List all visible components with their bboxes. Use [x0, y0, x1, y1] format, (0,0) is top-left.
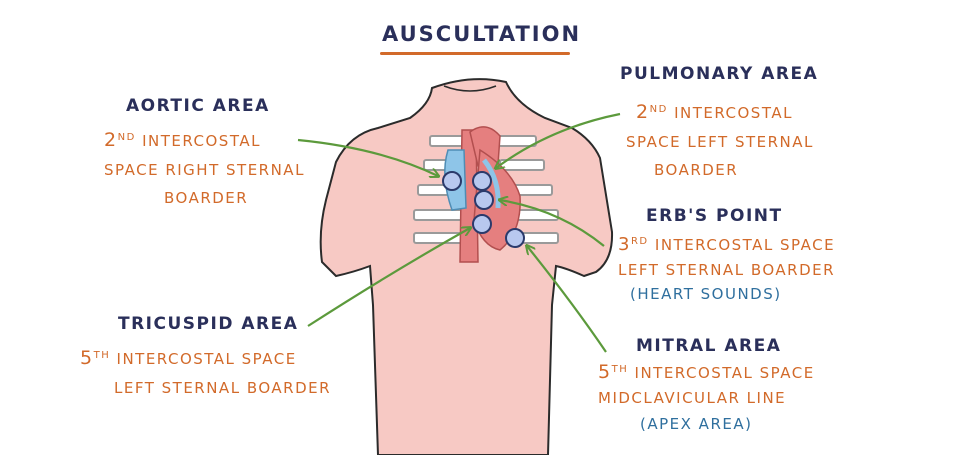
erbs-point-note: (HEART SOUNDS) [630, 285, 782, 303]
tricuspid-area-heading: TRICUSPID AREA [118, 314, 299, 334]
tricuspid-arrow [307, 228, 470, 327]
pulmonary-area-line2: SPACE LEFT STERNAL [626, 133, 814, 151]
pulmonary-area-line3: BOARDER [654, 161, 739, 179]
torso [319, 78, 614, 455]
pulmonary-area-heading: PULMONARY AREA [620, 64, 819, 84]
pulmonary-area-line1: 2nd INTERCOSTAL [636, 101, 793, 123]
tricuspid-area-line2: LEFT STERNAL BOARDER [114, 379, 332, 397]
erbs-point-line1: 3rd INTERCOSTAL SPACE [618, 234, 836, 255]
tricuspid-marker [472, 214, 492, 234]
pulmonary-arrow [496, 112, 621, 168]
erbs-point-line2: LEFT STERNAL BOARDER [618, 261, 836, 279]
page-title: AUSCULTATION [382, 22, 582, 46]
aortic-area-line1: 2nd INTERCOSTAL [104, 129, 261, 151]
mitral-area-line1: 5th INTERCOSTAL SPACE [598, 361, 815, 383]
pulmonary-marker [472, 171, 492, 191]
aortic-area-line2: SPACE RIGHT STERNAL [104, 161, 305, 179]
mitral-arrow [527, 246, 607, 353]
mitral-area-note: (APEX AREA) [640, 415, 753, 433]
erbs-point-heading: ERB'S POINT [646, 206, 783, 226]
mitral-marker [505, 228, 525, 248]
title-underline [380, 52, 570, 55]
mitral-area-line2: MIDCLAVICULAR LINE [598, 389, 787, 407]
erbs-point-arrow [500, 200, 605, 247]
tricuspid-area-line1: 5th INTERCOSTAL SPACE [80, 347, 297, 369]
aortic-area-heading: AORTIC AREA [126, 96, 270, 116]
mitral-area-heading: MITRAL AREA [636, 336, 782, 356]
erbs-point-marker [474, 190, 494, 210]
aortic-marker [442, 171, 462, 191]
aortic-arrow [297, 138, 438, 176]
aortic-area-line3: BOARDER [164, 189, 249, 207]
auscultation-markers [442, 171, 525, 248]
